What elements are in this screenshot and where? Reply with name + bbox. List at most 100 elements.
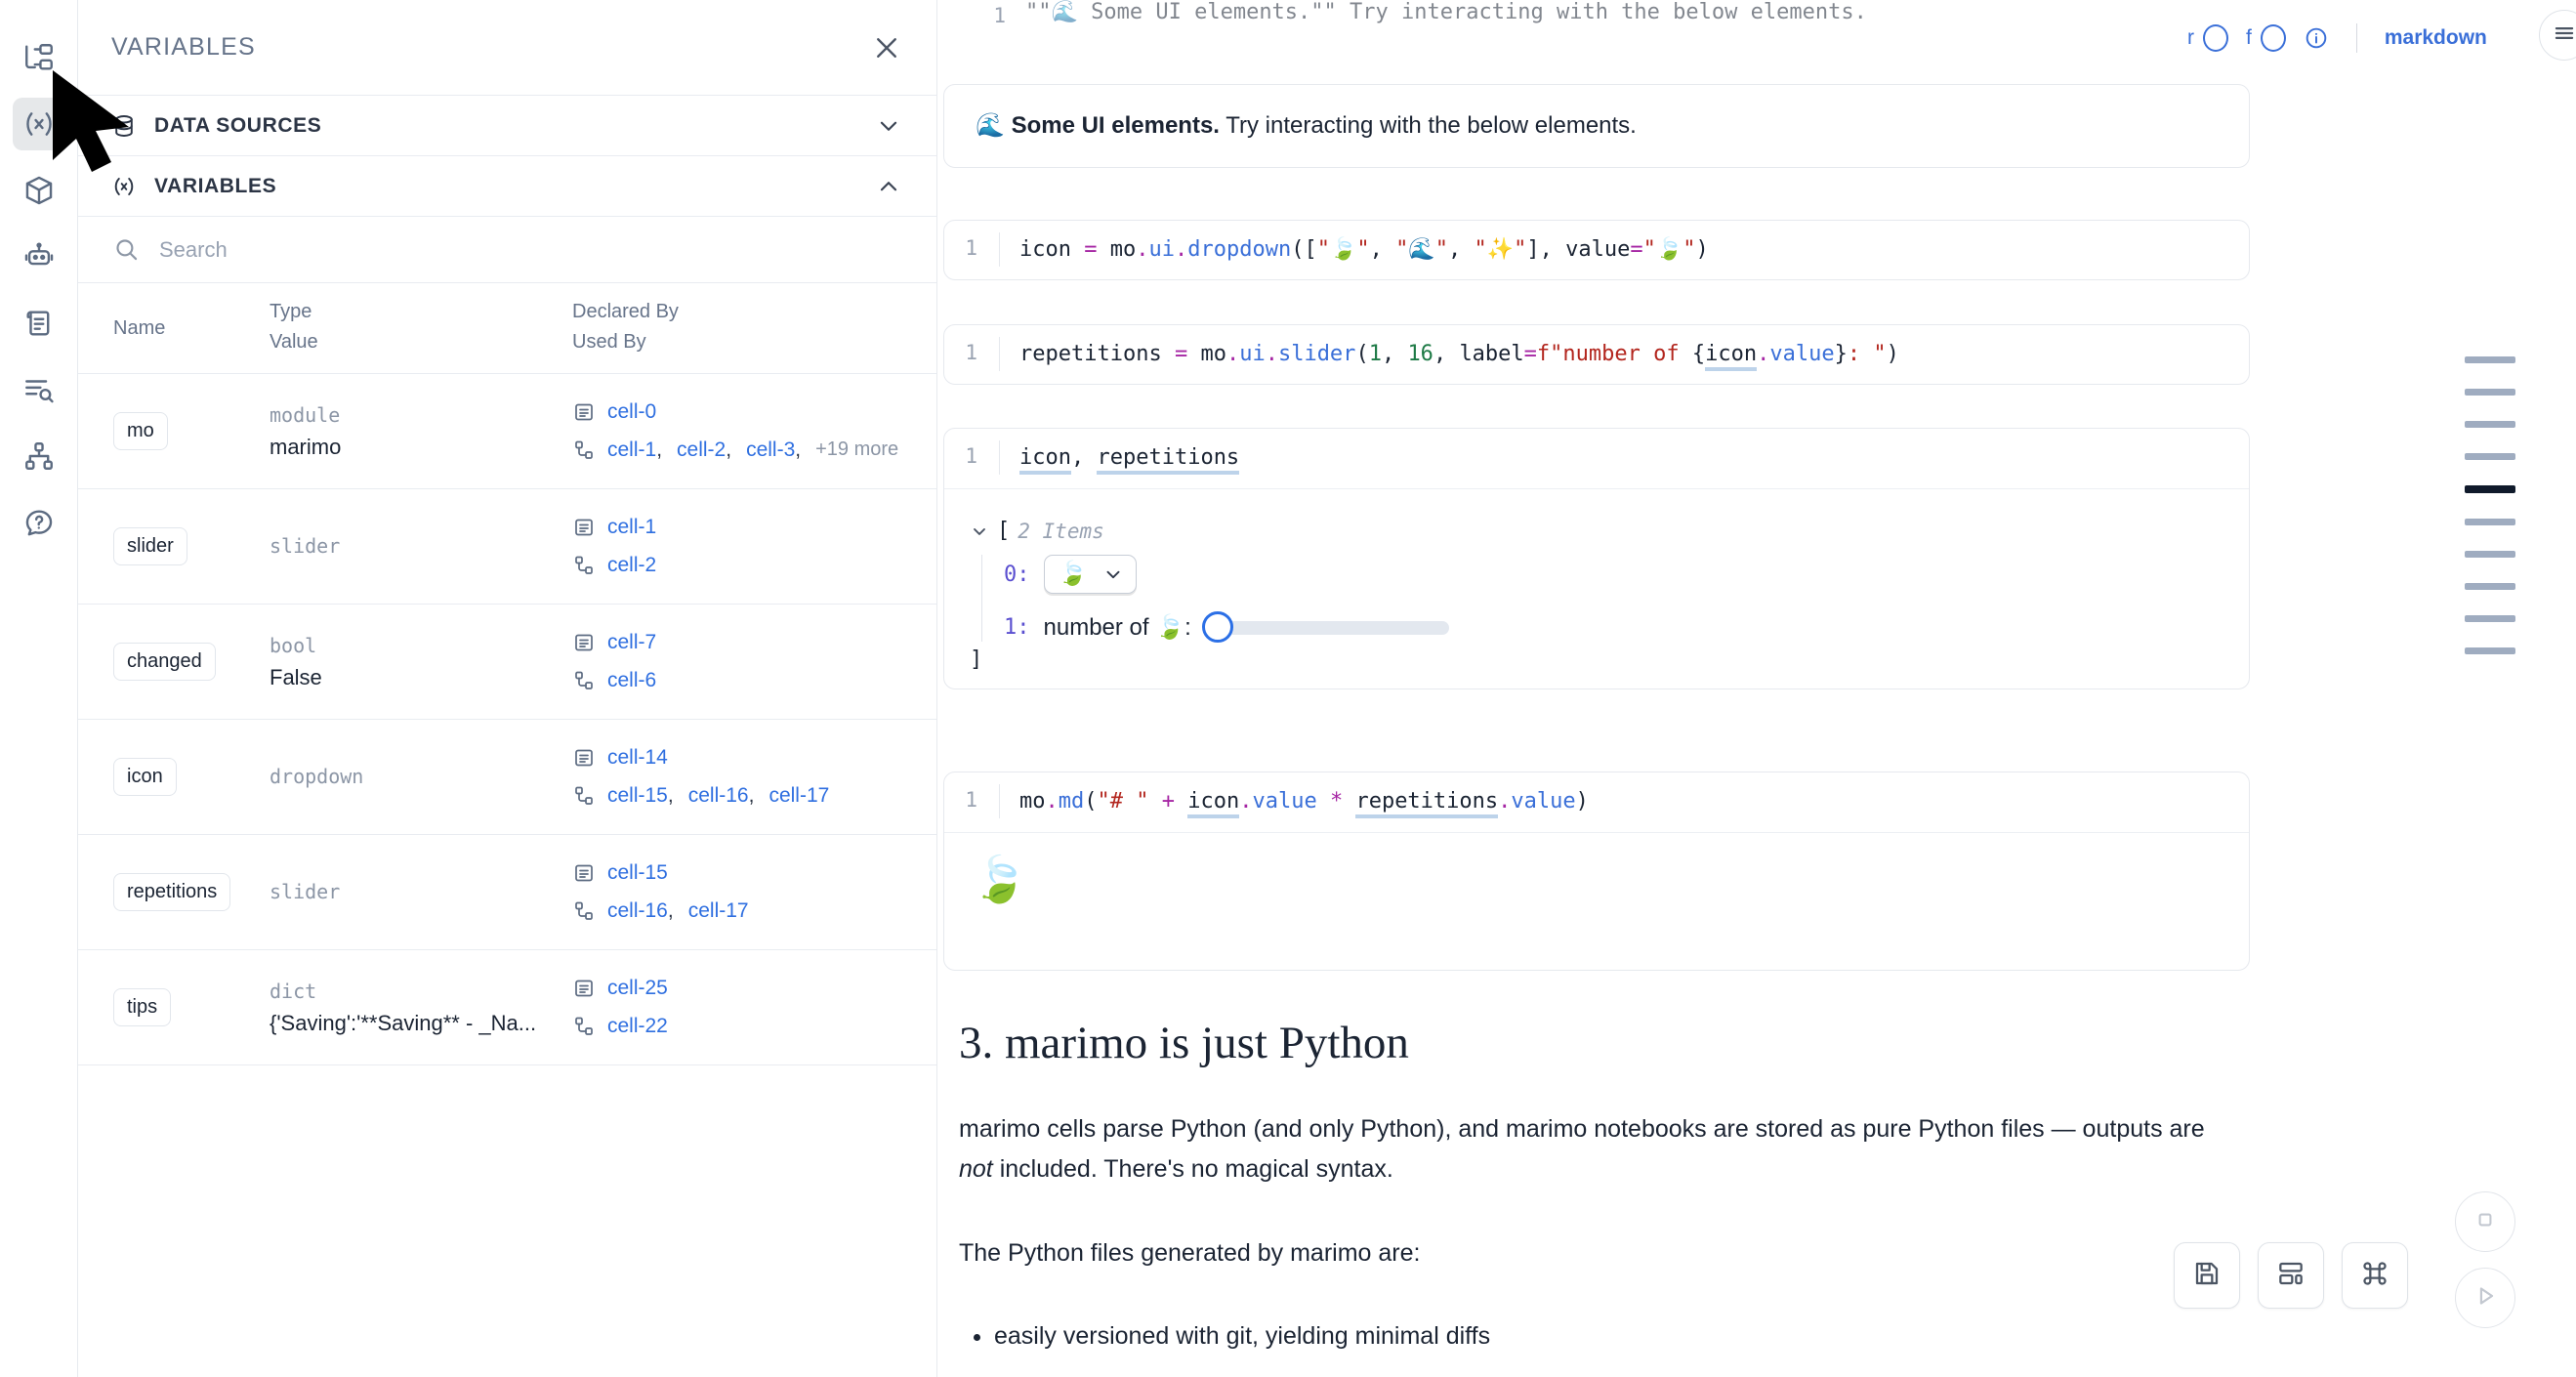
variable-name-chip[interactable]: repetitions — [113, 873, 231, 911]
used-by-cell-link[interactable]: cell-16 — [687, 783, 749, 807]
used-by-cell-link[interactable]: cell-3 — [746, 438, 796, 461]
minimap-line[interactable] — [2465, 356, 2515, 363]
list-output-header[interactable]: [ 2 Items — [970, 519, 1449, 543]
used-by-more-label[interactable]: +19 more — [815, 438, 899, 461]
code-text-display[interactable]: icon, repetitions — [999, 440, 2249, 476]
minimap-line[interactable] — [2465, 485, 2515, 493]
used-by-cell-link[interactable]: cell-17 — [687, 898, 749, 922]
section-data-sources[interactable]: DATA SOURCES — [78, 96, 936, 156]
code-cell-display[interactable]: 1 icon, repetitions [ 2 Items 0: — [943, 428, 2250, 689]
cell-document-icon — [572, 400, 596, 424]
variable-refs-cell: cell-7 cell-6 — [572, 626, 927, 696]
minimap-line[interactable] — [2465, 421, 2515, 428]
sidebar-item-outline[interactable] — [13, 363, 65, 416]
declared-by-cell-link[interactable]: cell-1 — [607, 516, 657, 539]
variable-name-chip[interactable]: mo — [113, 412, 168, 450]
save-button[interactable] — [2174, 1242, 2240, 1309]
variable-refs-cell: cell-1 cell-2 — [572, 511, 927, 581]
declared-by-line: cell-15 — [572, 856, 927, 890]
minimap-line[interactable] — [2465, 519, 2515, 525]
dropdown-input[interactable]: 🍃 — [1043, 555, 1138, 594]
declared-by-cell-link[interactable]: cell-15 — [607, 861, 668, 885]
used-by-cell-link[interactable]: cell-2 — [677, 438, 727, 461]
minimap-line[interactable] — [2465, 389, 2515, 396]
used-by-line: cell-2 — [572, 549, 927, 582]
f-toggle-icon[interactable] — [2260, 24, 2286, 52]
declared-by-cell-link[interactable]: cell-7 — [607, 631, 657, 654]
code-cell-slider[interactable]: 1 repetitions = mo.ui.slider(1, 16, labe… — [943, 324, 2250, 385]
info-icon[interactable] — [2304, 25, 2329, 51]
slider-knob[interactable] — [1201, 610, 1233, 643]
slider-input[interactable] — [1201, 610, 1449, 643]
layout-button[interactable] — [2258, 1242, 2324, 1309]
variable-name-chip[interactable]: tips — [113, 988, 172, 1026]
code-cell-md[interactable]: 1 mo.md("# " + icon.value * repetitions.… — [943, 772, 2250, 971]
minimap-line[interactable] — [2465, 615, 2515, 622]
interrupt-button[interactable] — [2455, 1191, 2515, 1252]
minimap-line[interactable] — [2465, 453, 2515, 460]
list-item: 1: number of 🍃: — [1004, 610, 1449, 643]
cell-menu-button[interactable] — [2539, 10, 2576, 61]
sidebar-item-variables[interactable] — [12, 98, 65, 150]
variable-name-chip[interactable]: icon — [113, 758, 177, 796]
minimap-line[interactable] — [2465, 647, 2515, 654]
section-heading: 3. marimo is just Python — [959, 1018, 1409, 1068]
cell-action-buttons — [2539, 10, 2576, 61]
list-output-body: 0: 🍃 1: number of 🍃: — [981, 555, 1449, 643]
used-by-line: cell-1,cell-2,cell-3,+19 more — [572, 434, 927, 467]
used-by-cell-link[interactable]: cell-6 — [607, 668, 657, 691]
used-by-cell-link[interactable]: cell-15 — [607, 783, 668, 807]
close-panel-button[interactable] — [872, 33, 901, 63]
variable-name-chip[interactable]: changed — [113, 643, 216, 681]
used-by-cell-link[interactable]: cell-22 — [607, 1014, 668, 1037]
dependency-graph-icon — [22, 439, 56, 473]
used-by-cell-link[interactable]: cell-17 — [769, 783, 830, 807]
minimap-scrollbar[interactable] — [2465, 356, 2515, 680]
used-by-line: cell-22 — [572, 1010, 927, 1043]
cell-language-label[interactable]: markdown — [2384, 26, 2487, 49]
section-variables[interactable]: VARIABLES — [78, 156, 936, 217]
sidebar-item-packages[interactable] — [13, 164, 65, 217]
variable-name-cell: tips — [113, 988, 270, 1026]
code-text-md[interactable]: mo.md("# " + icon.value * repetitions.va… — [999, 784, 2249, 819]
minimap-line[interactable] — [2465, 583, 2515, 590]
search-input[interactable] — [159, 236, 901, 263]
command-palette-button[interactable] — [2342, 1242, 2408, 1309]
wave-emoji: 🌊 — [976, 112, 1005, 139]
reactive-toggle[interactable]: r — [2187, 24, 2228, 52]
r-toggle-icon[interactable] — [2203, 24, 2228, 52]
declared-by-cell-link[interactable]: cell-0 — [607, 400, 657, 424]
variable-type-cell: dict{'Saving':'**Saving** - _Na... — [270, 977, 572, 1039]
declared-by-cell-link[interactable]: cell-14 — [607, 746, 668, 770]
declared-by-cell-link[interactable]: cell-25 — [607, 977, 668, 1000]
used-by-cell-link[interactable]: cell-1 — [607, 438, 657, 461]
code-text-slider[interactable]: repetitions = mo.ui.slider(1, 16, label=… — [999, 337, 2249, 372]
variable-type-cell: slider — [270, 877, 572, 907]
chevron-down-icon[interactable] — [970, 522, 989, 541]
format-toggle[interactable]: f — [2246, 24, 2286, 52]
variable-name-chip[interactable]: slider — [113, 527, 187, 565]
list-item: easily versioned with git, yielding mini… — [994, 1316, 2219, 1356]
sidebar-item-help[interactable] — [13, 496, 65, 549]
sidebar-item-chat[interactable] — [13, 230, 65, 283]
code-text-dropdown[interactable]: icon = mo.ui.dropdown(["🍃", "🌊", "✨"], v… — [999, 232, 2249, 268]
used-by-cell-link[interactable]: cell-16 — [607, 898, 668, 922]
sidebar-item-scratchpad[interactable] — [13, 297, 65, 350]
sidebar-item-dependency-graph[interactable] — [13, 430, 65, 482]
column-header-value: Value — [270, 331, 318, 353]
section-data-sources-label: DATA SOURCES — [154, 113, 322, 137]
minimap-line[interactable] — [2465, 551, 2515, 558]
used-by-cell-link[interactable]: cell-2 — [607, 553, 657, 576]
run-all-button[interactable] — [2455, 1268, 2515, 1328]
variable-type: module — [270, 402, 341, 427]
sidebar-item-file-tree[interactable] — [13, 31, 65, 84]
code-cell-dropdown[interactable]: 1 icon = mo.ui.dropdown(["🍃", "🌊", "✨"],… — [943, 220, 2250, 280]
